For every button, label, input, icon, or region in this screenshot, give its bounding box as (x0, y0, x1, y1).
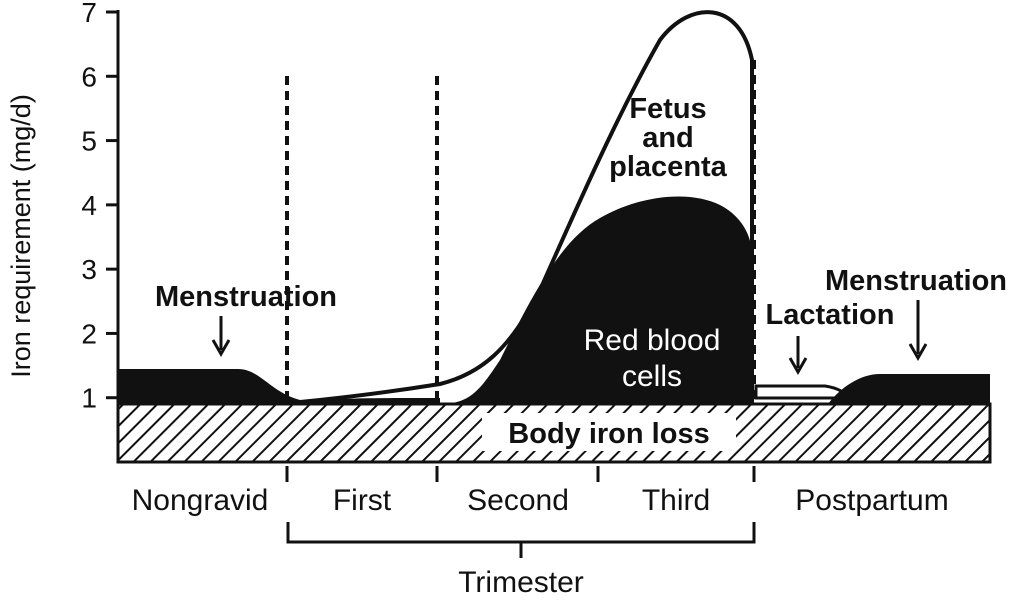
period-labels: Nongravid First Second Third Postpartum (132, 484, 949, 517)
trimester-bracket (286, 522, 756, 558)
y-tick-label-2: 2 (81, 318, 97, 349)
period-label-nongravid: Nongravid (132, 484, 269, 517)
y-tick-label-3: 3 (81, 254, 97, 285)
period-label-second: Second (467, 484, 569, 517)
y-tick-label-6: 6 (81, 61, 97, 92)
fetus-label-2: and (642, 122, 694, 154)
menstruation-area-right (828, 374, 990, 404)
trimester-label: Trimester (458, 566, 584, 599)
rbc-label-1: Red blood (584, 324, 721, 357)
fetus-label-1: Fetus (629, 93, 706, 125)
y-tick-label-1: 1 (81, 383, 97, 414)
fetus-placenta-curve (299, 10, 754, 404)
fetus-label-3: placenta (609, 151, 728, 183)
menstruation-label-left: Menstruation (155, 281, 337, 313)
menstruation-arrow-right (908, 300, 928, 362)
y-axis-title: Iron requirement (mg/d) (6, 94, 36, 378)
period-label-third: Third (642, 484, 710, 517)
period-label-postpartum: Postpartum (795, 484, 948, 517)
y-tick-label-4: 4 (81, 190, 97, 221)
menstruation-label-right: Menstruation (825, 265, 1007, 297)
lactation-label: Lactation (766, 299, 895, 331)
menstruation-area-left (118, 369, 310, 404)
y-ticks: 1 2 3 4 5 6 7 (81, 0, 118, 414)
body-iron-loss-label-bg (482, 413, 736, 451)
rbc-label-2: cells (622, 360, 682, 393)
lactation-arrow (788, 336, 808, 376)
period-label-first: First (333, 484, 392, 517)
y-tick-label-5: 5 (81, 126, 97, 157)
menstruation-arrow-left (211, 316, 231, 358)
lactation-area (754, 384, 851, 400)
body-iron-loss-label: Body iron loss (508, 418, 709, 450)
y-tick-label-7: 7 (81, 0, 97, 28)
red-blood-cells-area (440, 196, 752, 404)
